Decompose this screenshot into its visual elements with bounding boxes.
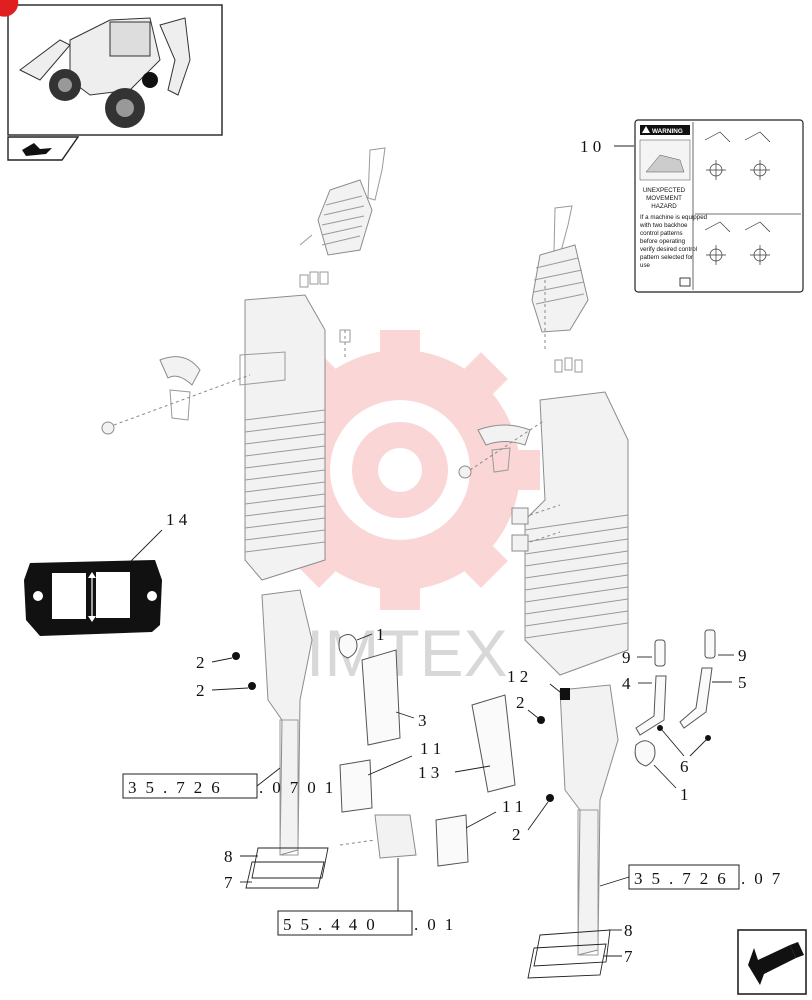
manual-book-icon bbox=[679, 277, 691, 287]
decal-line-9: use bbox=[640, 262, 651, 269]
screw-2-b bbox=[248, 682, 256, 690]
callout-11-a: 1 1 bbox=[420, 739, 441, 758]
right-o-ring-7 bbox=[527, 943, 607, 979]
clip-12 bbox=[560, 688, 570, 700]
cushion-11-right bbox=[435, 814, 469, 867]
trim-strip-13 bbox=[471, 694, 516, 793]
callout-4: 4 bbox=[622, 674, 631, 693]
decal-line-8: pattern selected for bbox=[640, 254, 693, 261]
left-console-housing bbox=[239, 294, 326, 581]
callout-9-a: 9 bbox=[622, 648, 631, 667]
decal-line-5: control patterns bbox=[640, 230, 683, 237]
right-armrest-handle bbox=[477, 424, 531, 446]
right-o-ring-8 bbox=[533, 929, 611, 967]
reference-tail-1: .0701 bbox=[259, 778, 342, 797]
callout-14: 1 4 bbox=[166, 510, 188, 529]
callout-2-c: 2 bbox=[516, 693, 525, 712]
warning-decal: WARNING UNEXPECTED MOVEMENT HAZARD If a … bbox=[634, 119, 804, 293]
gasket-14 bbox=[24, 560, 162, 636]
reference-tail-2: .01 bbox=[414, 915, 462, 934]
previous-section-icon[interactable] bbox=[7, 136, 80, 161]
callout-11-b: 1 1 bbox=[502, 797, 523, 816]
callout-7-left: 7 bbox=[224, 873, 233, 892]
reference-35-726-0701[interactable]: 35.726 .0701 bbox=[122, 767, 342, 799]
next-page-arrow-icon[interactable] bbox=[737, 929, 807, 995]
decal-line-1: MOVEMENT bbox=[646, 195, 682, 202]
lever-5 bbox=[679, 667, 713, 729]
right-console-housing bbox=[524, 391, 629, 676]
machine-thumbnail[interactable] bbox=[7, 4, 223, 136]
callout-10: 1 0 bbox=[580, 137, 601, 156]
callout-8-left: 8 bbox=[224, 847, 233, 866]
decal-line-3: If a machine is equipped bbox=[640, 214, 708, 221]
screw-2-a bbox=[232, 652, 240, 660]
right-pedestal-column bbox=[527, 684, 619, 979]
reference-boxed-1: 35.726 bbox=[128, 778, 229, 797]
callout-6: 6 bbox=[680, 757, 689, 776]
callout-9-b: 9 bbox=[738, 646, 747, 665]
decal-line-7: verify desired control bbox=[640, 246, 697, 253]
reference-35-726-07[interactable]: 35.726 .07 bbox=[599, 864, 789, 890]
watermark-text: IMTEX bbox=[306, 616, 508, 690]
reference-boxed-2: 55.440 bbox=[283, 915, 384, 934]
reference-tail-3: .07 bbox=[741, 869, 789, 888]
location-marker-icon bbox=[142, 72, 158, 88]
right-joystick bbox=[531, 205, 589, 373]
screw-2-c bbox=[537, 716, 545, 724]
callout-2-a: 2 bbox=[196, 653, 205, 672]
left-o-ring-8 bbox=[251, 847, 329, 879]
lever-cap-9-left bbox=[654, 639, 666, 667]
decal-header: WARNING bbox=[652, 128, 683, 135]
screw-2-d bbox=[546, 794, 554, 802]
control-pattern-pictograms bbox=[704, 131, 771, 265]
page-corner-badge bbox=[0, 0, 19, 17]
callout-1-right: 1 bbox=[680, 785, 689, 804]
callout-5: 5 bbox=[738, 673, 747, 692]
lever-cap-9-right bbox=[704, 629, 716, 659]
knob-1-left bbox=[338, 634, 358, 659]
decal-line-4: with two backhoe bbox=[639, 222, 688, 229]
callout-3: 3 bbox=[418, 711, 427, 730]
callout-7-right: 7 bbox=[624, 947, 633, 966]
left-knob-small bbox=[101, 421, 115, 435]
left-pedestal-column bbox=[245, 589, 329, 889]
callout-2-b: 2 bbox=[196, 681, 205, 700]
reference-boxed-3: 35.726 bbox=[634, 869, 735, 888]
decal-line-6: before operating bbox=[640, 238, 686, 245]
knob-1-right bbox=[634, 740, 656, 767]
cushion-11-left bbox=[339, 759, 373, 813]
reference-55-440-01[interactable]: 55.440 .01 bbox=[277, 858, 462, 936]
left-o-ring-7 bbox=[245, 861, 325, 889]
right-switch-blocks bbox=[511, 507, 529, 552]
callout-2-d: 2 bbox=[512, 825, 521, 844]
lever-4 bbox=[635, 675, 667, 736]
decal-line-2: HAZARD bbox=[651, 203, 677, 210]
right-knob-small bbox=[458, 465, 472, 479]
decal-line-0: UNEXPECTED bbox=[643, 187, 686, 194]
left-armrest-handle bbox=[159, 356, 201, 386]
left-joystick bbox=[299, 147, 386, 288]
callout-1-left: 1 bbox=[376, 625, 385, 644]
callout-13: 1 3 bbox=[418, 763, 439, 782]
connector-housing bbox=[374, 814, 417, 859]
callout-12: 1 2 bbox=[507, 667, 528, 686]
callout-8-right: 8 bbox=[624, 921, 633, 940]
cover-plate-3 bbox=[361, 649, 401, 746]
